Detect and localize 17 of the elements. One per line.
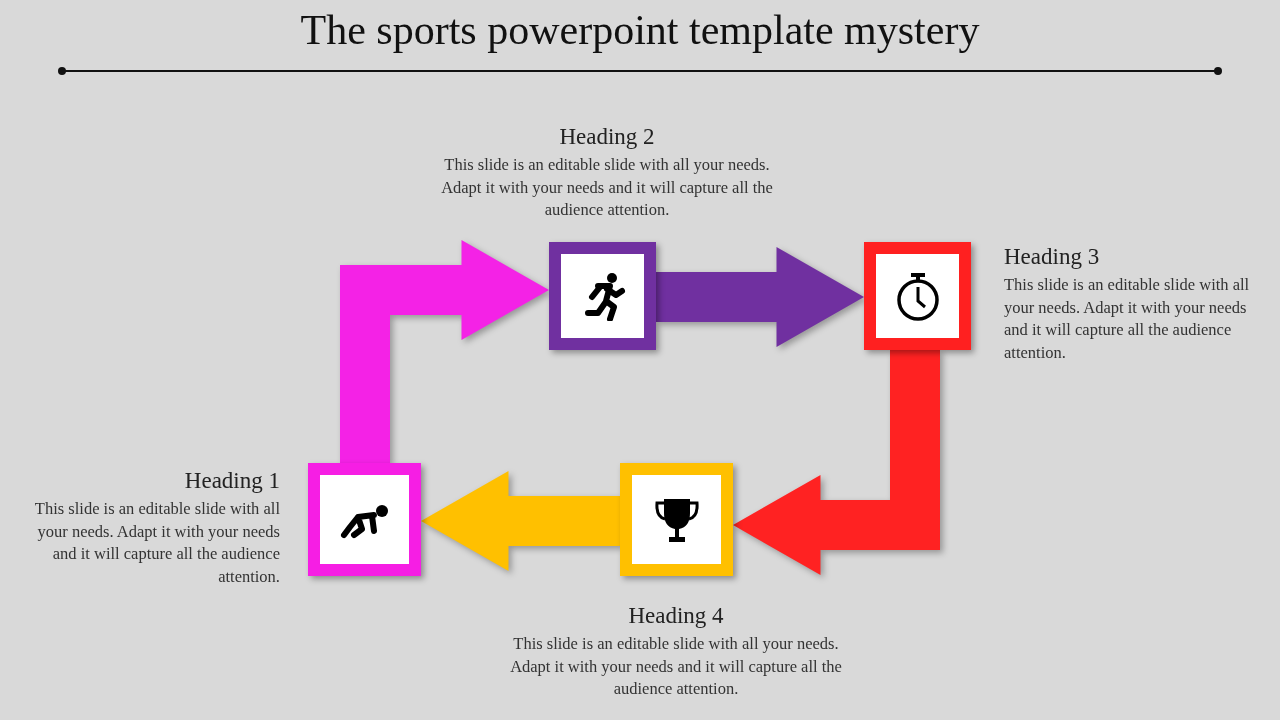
arrow	[656, 247, 864, 347]
icon-tile	[308, 463, 421, 576]
body-text: This slide is an editable slide with all your needs. Adapt it with your needs and it will capture all the audience attention.	[33, 498, 280, 588]
arrow	[421, 471, 620, 571]
heading: Heading 4	[627, 603, 725, 629]
arrow	[340, 240, 549, 463]
icon-tile	[864, 242, 971, 350]
body-text: This slide is an editable slide with all your needs. Adapt it with your needs and it will capture all the audience attention.	[440, 154, 774, 221]
arrow	[733, 350, 940, 575]
body-text: This slide is an editable slide with all your needs. Adapt it with your needs and it will capture all the audience attention.	[1004, 274, 1251, 364]
body-text: This slide is an editable slide with all your needs. Adapt it with your needs and it will capture all the audience attention.	[509, 633, 843, 700]
title: The sports powerpoint template mystery	[299, 6, 981, 54]
icon-tile	[620, 463, 733, 576]
heading: Heading 2	[558, 124, 656, 150]
icon-tile	[549, 242, 656, 350]
heading: Heading 3	[1004, 244, 1101, 270]
heading: Heading 1	[183, 468, 280, 494]
